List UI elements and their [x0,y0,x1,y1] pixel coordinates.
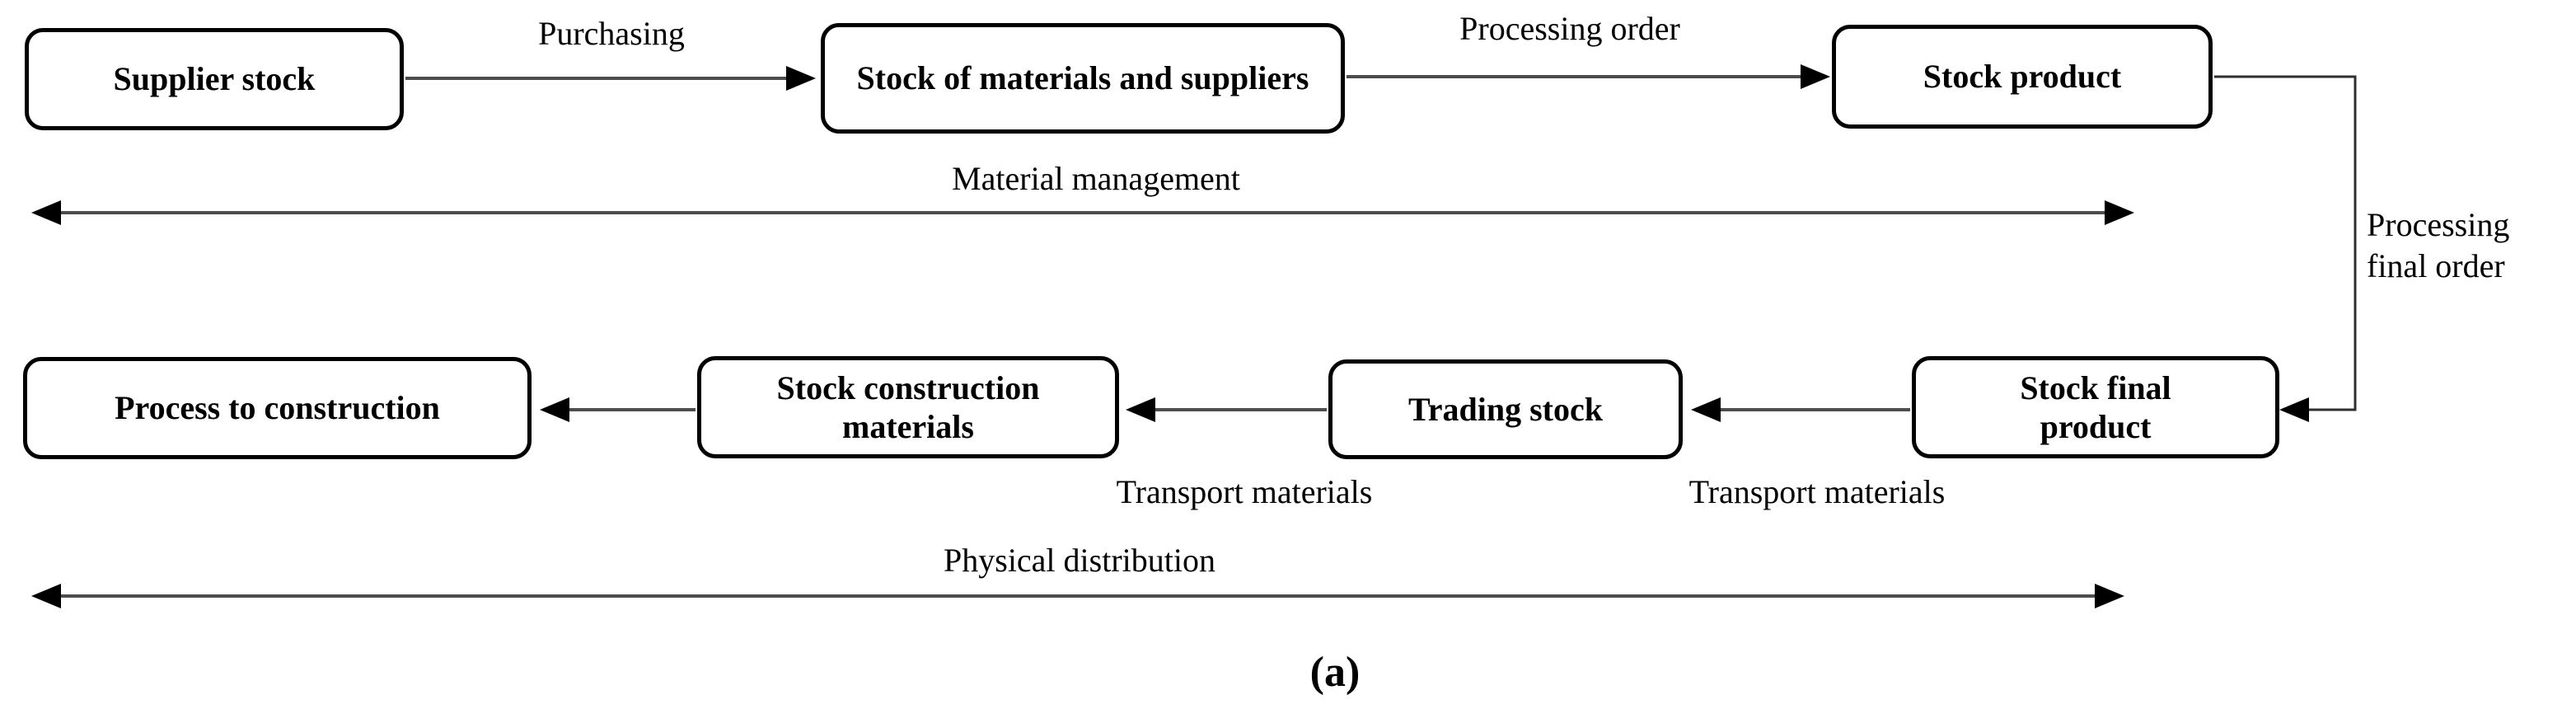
node-trading-stock: Trading stock [1328,359,1683,459]
purchasing-edge-label: Purchasing [538,15,685,52]
node-stock-product-label: Stock product [1923,58,2122,96]
stockfinal-to-trading-arrow [1691,397,1910,422]
transport-materials-edge-label-2: Transport materials [1688,473,1946,510]
node-supplier-stock: Supplier stock [25,28,404,130]
processing-final-order-arrow [2214,75,2357,422]
transport-materials-edge-label-1: Transport materials [1116,473,1373,510]
node-process-to-construction: Process to construction [23,357,532,459]
node-stock-final-product-label: Stock final product [2020,369,2171,445]
node-stock-of-materials-and-suppliers: Stock of materials and suppliers [821,23,1345,134]
node-supplier-stock-label: Supplier stock [113,60,316,98]
physical-distribution-double-arrow [31,584,2124,608]
purchasing-arrow [405,66,816,91]
node-stock-of-materials-and-suppliers-label: Stock of materials and suppliers [856,59,1309,97]
construction-to-process-arrow [540,397,696,422]
material-management-double-arrow [31,200,2134,225]
node-stock-final-product: Stock final product [1912,356,2279,458]
trading-to-construction-arrow [1126,397,1327,422]
processing-order-arrow [1347,64,1830,89]
figure-caption: (a) [1309,649,1361,696]
physical-distribution-edge-label: Physical distribution [944,542,1215,579]
processing-final-order-edge-label: Processing final order [2367,206,2510,284]
node-stock-product: Stock product [1832,25,2213,129]
node-trading-stock-label: Trading stock [1408,390,1603,428]
node-stock-construction-materials-label: Stock construction materials [776,369,1040,445]
material-management-edge-label: Material management [952,160,1240,197]
processing-order-edge-label: Processing order [1459,10,1680,47]
node-stock-construction-materials: Stock construction materials [697,356,1119,458]
node-process-to-construction-label: Process to construction [115,389,440,427]
